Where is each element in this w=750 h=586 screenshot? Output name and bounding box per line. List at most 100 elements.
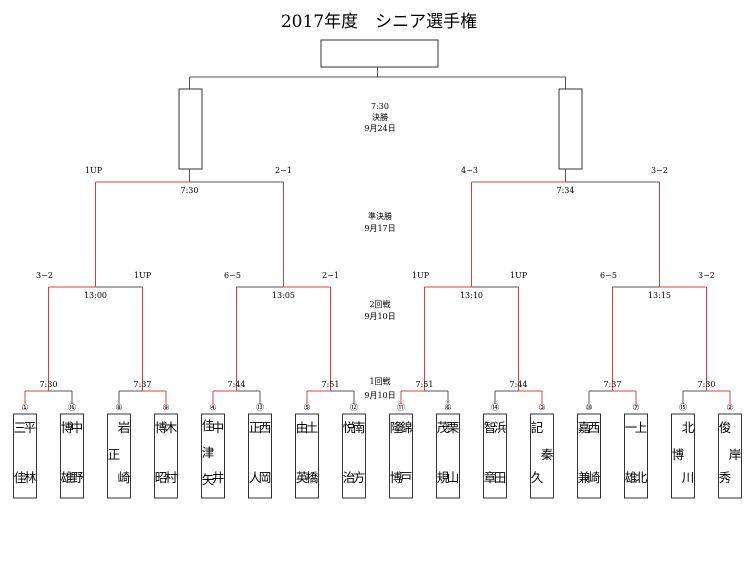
semi-match-time: 7:30 (181, 186, 199, 195)
player-name-char: 博 (672, 447, 685, 462)
player-name-char: 橋 (306, 470, 319, 485)
player-name-char: 津 (202, 445, 215, 460)
player-name-char: 北 (635, 470, 648, 485)
player-name-char: 茂 (437, 420, 450, 435)
player-box (671, 413, 695, 499)
player-box (295, 413, 319, 499)
semi-date: 9月17日 (364, 224, 395, 233)
r1-match-time: 7:37 (604, 380, 622, 389)
player-name-char: 人 (249, 470, 262, 485)
player-box (577, 413, 601, 499)
r1-match-time: 7:37 (134, 380, 152, 389)
player-name-char: 中 (71, 420, 84, 435)
player-name-char: 野 (71, 470, 84, 485)
player-name-char: 治 (343, 470, 356, 485)
player-seed: ⑯ (68, 403, 76, 412)
player-box (60, 413, 84, 499)
r2-date: 9月10日 (364, 312, 395, 321)
player-name-char: 記 (531, 420, 544, 435)
player-name-char: 正 (108, 447, 121, 462)
player-box (530, 413, 554, 499)
player-name-char: 矢 (202, 472, 215, 487)
r2-score: 6−5 (600, 271, 617, 280)
player-name-char: 秦 (541, 447, 554, 462)
player-name-char: 戸 (400, 470, 413, 485)
final-time: 7:30 (371, 102, 389, 111)
semi-match-time: 7:34 (557, 186, 575, 195)
player-seed: ⑪ (397, 403, 405, 412)
player-seed: ⑫ (350, 403, 358, 412)
final-label: 決勝 (372, 112, 388, 122)
player-name-char: 林 (24, 470, 37, 485)
player-name-char: 平 (24, 420, 37, 435)
r1-match-time: 7:30 (40, 380, 58, 389)
player-name-char: 岸 (729, 447, 742, 462)
player-seed: ⑤ (303, 403, 310, 412)
player-box (201, 413, 225, 499)
player-name-char: 嘉 (578, 420, 591, 435)
player-boxes: ①平林三佳⑯中野博雄⑧岩崎正⑨木村博昭④中井佳津矢⑬西岡正人⑤土橋由英⑫南方悦治… (13, 403, 742, 499)
player-name-char: 正 (249, 420, 262, 435)
player-seed: ⑧ (115, 403, 122, 412)
r2-label: 2回戦 (369, 299, 390, 309)
r2-match-time: 13:10 (460, 291, 483, 300)
r1-match-time: 7:51 (416, 380, 434, 389)
r1-match-time: 7:44 (510, 380, 528, 389)
player-name-char: 秀 (719, 470, 732, 485)
player-name-char: 雄 (61, 470, 74, 485)
player-box (13, 413, 37, 499)
player-name-char: 雄 (625, 470, 638, 485)
semi-score: 2−1 (275, 166, 292, 175)
semi-score: 1UP (85, 166, 103, 175)
player-name-char: 佳 (14, 470, 27, 485)
player-name-char: 錦 (400, 420, 413, 435)
player-name-char: 昭 (155, 470, 168, 485)
r2-score: 1UP (134, 271, 152, 280)
player-box (107, 413, 131, 499)
r2-match-time: 13:00 (84, 291, 107, 300)
player-name-char: 英 (296, 470, 309, 485)
player-name-char: 西 (259, 420, 272, 435)
player-box (389, 413, 413, 499)
player-name-char: 村 (165, 470, 178, 485)
finalist-box-left (178, 88, 203, 170)
player-name-char: 一 (625, 420, 638, 435)
player-name-char: 崎 (118, 470, 131, 485)
player-name-char: 三 (14, 420, 27, 435)
player-seed: ⑭ (491, 403, 499, 412)
player-seed: ⑨ (162, 403, 169, 412)
player-name-char: 崎 (588, 470, 601, 485)
r1-match-time: 7:51 (322, 380, 340, 389)
player-seed: ⑦ (632, 403, 639, 412)
r2-score: 3−2 (698, 271, 715, 280)
r2-score: 3−2 (36, 271, 53, 280)
player-name-char: 博 (155, 420, 168, 435)
player-box (248, 413, 272, 499)
player-box (342, 413, 366, 499)
r2-score: 2−1 (322, 271, 339, 280)
player-name-char: 上 (635, 420, 648, 435)
player-name-char: 章 (484, 470, 497, 485)
player-name-char: 西 (588, 420, 601, 435)
r1-match-time: 7:30 (698, 380, 716, 389)
champion-box (320, 39, 439, 68)
r1-label: 1回戦 (369, 376, 390, 386)
player-name-char: 佳 (202, 418, 215, 433)
player-name-char: 兼 (578, 470, 591, 485)
player-name-char: 中 (212, 420, 225, 435)
player-box (154, 413, 178, 499)
player-name-char: 南 (353, 420, 366, 435)
player-seed: ③ (538, 403, 545, 412)
player-seed: ⑮ (679, 403, 687, 412)
player-seed: ⑩ (585, 403, 592, 412)
player-name-char: 川 (682, 470, 695, 485)
player-box (483, 413, 507, 499)
player-seed: ⑬ (256, 403, 264, 412)
player-box (718, 413, 742, 499)
r2-score: 6−5 (224, 271, 241, 280)
player-seed: ① (21, 403, 28, 412)
semi-score: 4−3 (461, 166, 478, 175)
player-name-char: 浜 (494, 420, 507, 435)
r1-match-time: 7:44 (228, 380, 246, 389)
